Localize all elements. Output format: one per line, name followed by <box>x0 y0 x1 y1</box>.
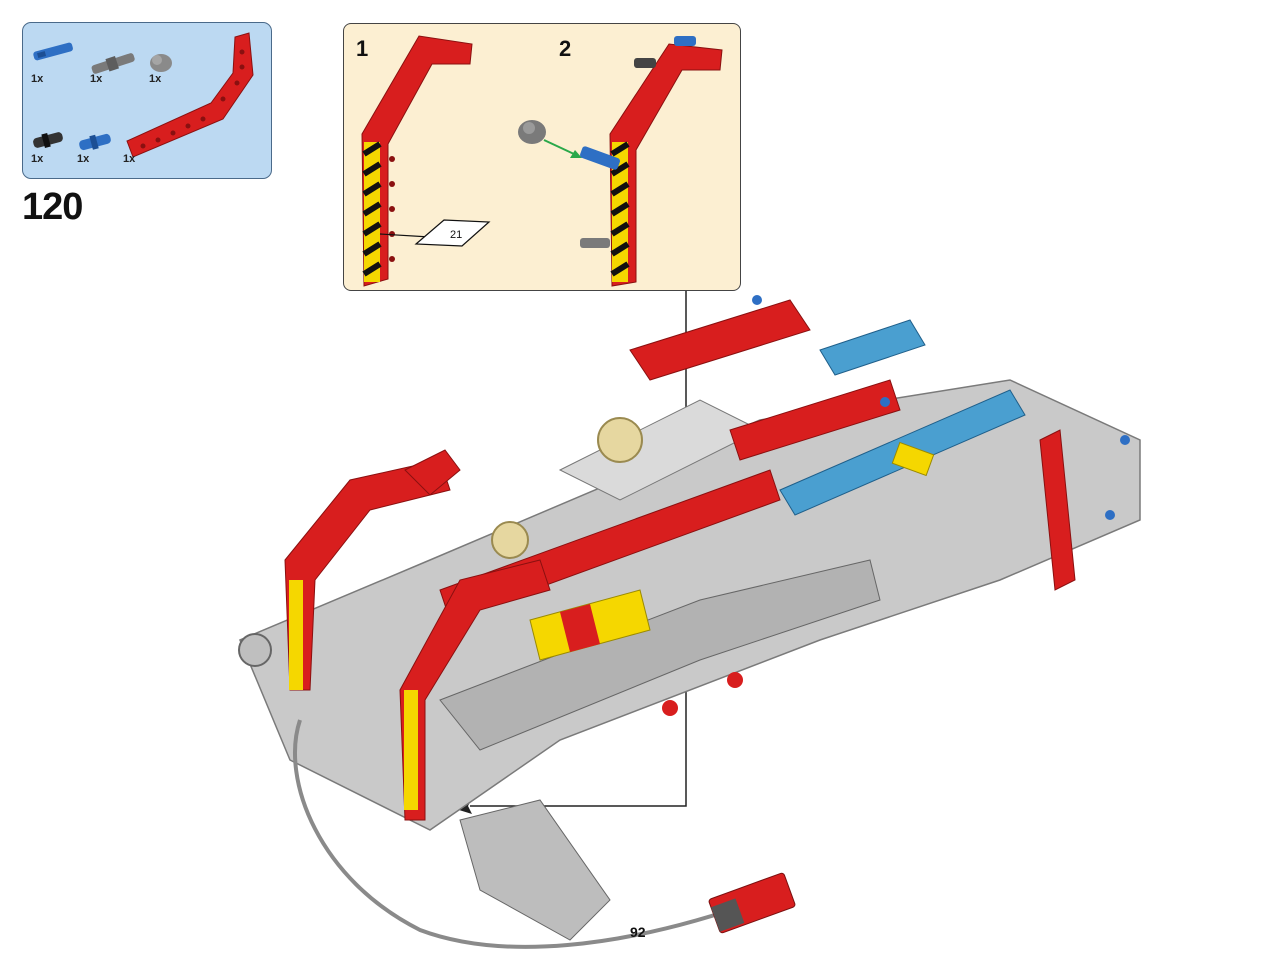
blue-pin-icon <box>674 36 696 46</box>
parts-illustrations <box>33 32 254 158</box>
substep-number: 2 <box>559 36 572 61</box>
grey-axle-icon <box>91 53 135 74</box>
red-bent-beam-icon <box>126 32 254 158</box>
blue-pin <box>1120 435 1130 445</box>
subassembly-callout: 1 2 21 <box>343 23 741 291</box>
grey-axle-icon <box>580 238 610 248</box>
red-beam <box>729 379 901 461</box>
grey-frame-lower <box>439 559 881 751</box>
gear <box>238 633 272 667</box>
blue-pin <box>1105 510 1115 520</box>
red-bush <box>727 672 743 688</box>
sticker-icon <box>414 219 491 247</box>
blue-axle-pin-icon <box>33 42 73 61</box>
cable <box>293 719 761 949</box>
hazard-stripe <box>289 580 303 690</box>
red-bent-beam-icon <box>609 43 723 287</box>
step-number: 120 <box>22 186 83 228</box>
black-friction-pin-icon <box>634 58 656 68</box>
blue-pin <box>880 397 890 407</box>
blue-beam <box>819 319 926 376</box>
red-beam <box>404 449 461 496</box>
gear <box>491 521 529 559</box>
blue-axle-pin-icon <box>579 146 621 170</box>
subassembly-illustration: 21 <box>361 35 723 287</box>
assembly-arrow-icon <box>570 150 582 158</box>
part-quantity: 1x <box>77 153 90 165</box>
part-quantity: 1x <box>149 73 162 85</box>
motor-housing <box>459 799 611 941</box>
parts-list-panel: 1x 1x 1x 1x 1x 1x <box>22 22 272 179</box>
part-quantity: 1x <box>123 153 136 165</box>
assembly-arrow-line <box>543 139 575 155</box>
gear <box>597 417 643 463</box>
sticker-label: 21 <box>450 229 462 241</box>
yellow-connector <box>891 441 935 477</box>
blue-pin-icon <box>79 133 111 151</box>
red-bent-beam-icon <box>361 35 473 287</box>
blue-pin <box>752 295 762 305</box>
sticker-leader-line <box>379 233 431 238</box>
red-beam <box>1039 429 1076 591</box>
red-beam <box>629 299 811 381</box>
black-friction-pin-icon <box>33 132 63 149</box>
substep-number: 1 <box>356 36 369 61</box>
grey-bush-icon <box>518 120 546 144</box>
grey-bush-icon <box>150 54 172 72</box>
hazard-stripe <box>404 690 418 810</box>
red-bent-beam <box>399 559 551 821</box>
part-quantity: 1x <box>31 73 44 85</box>
part-quantity: 1x <box>31 153 44 165</box>
part-quantity: 1x <box>90 73 103 85</box>
page-number: 92 <box>630 924 646 940</box>
red-block <box>560 604 600 652</box>
red-bush <box>662 700 678 716</box>
connector-plug <box>710 898 745 932</box>
